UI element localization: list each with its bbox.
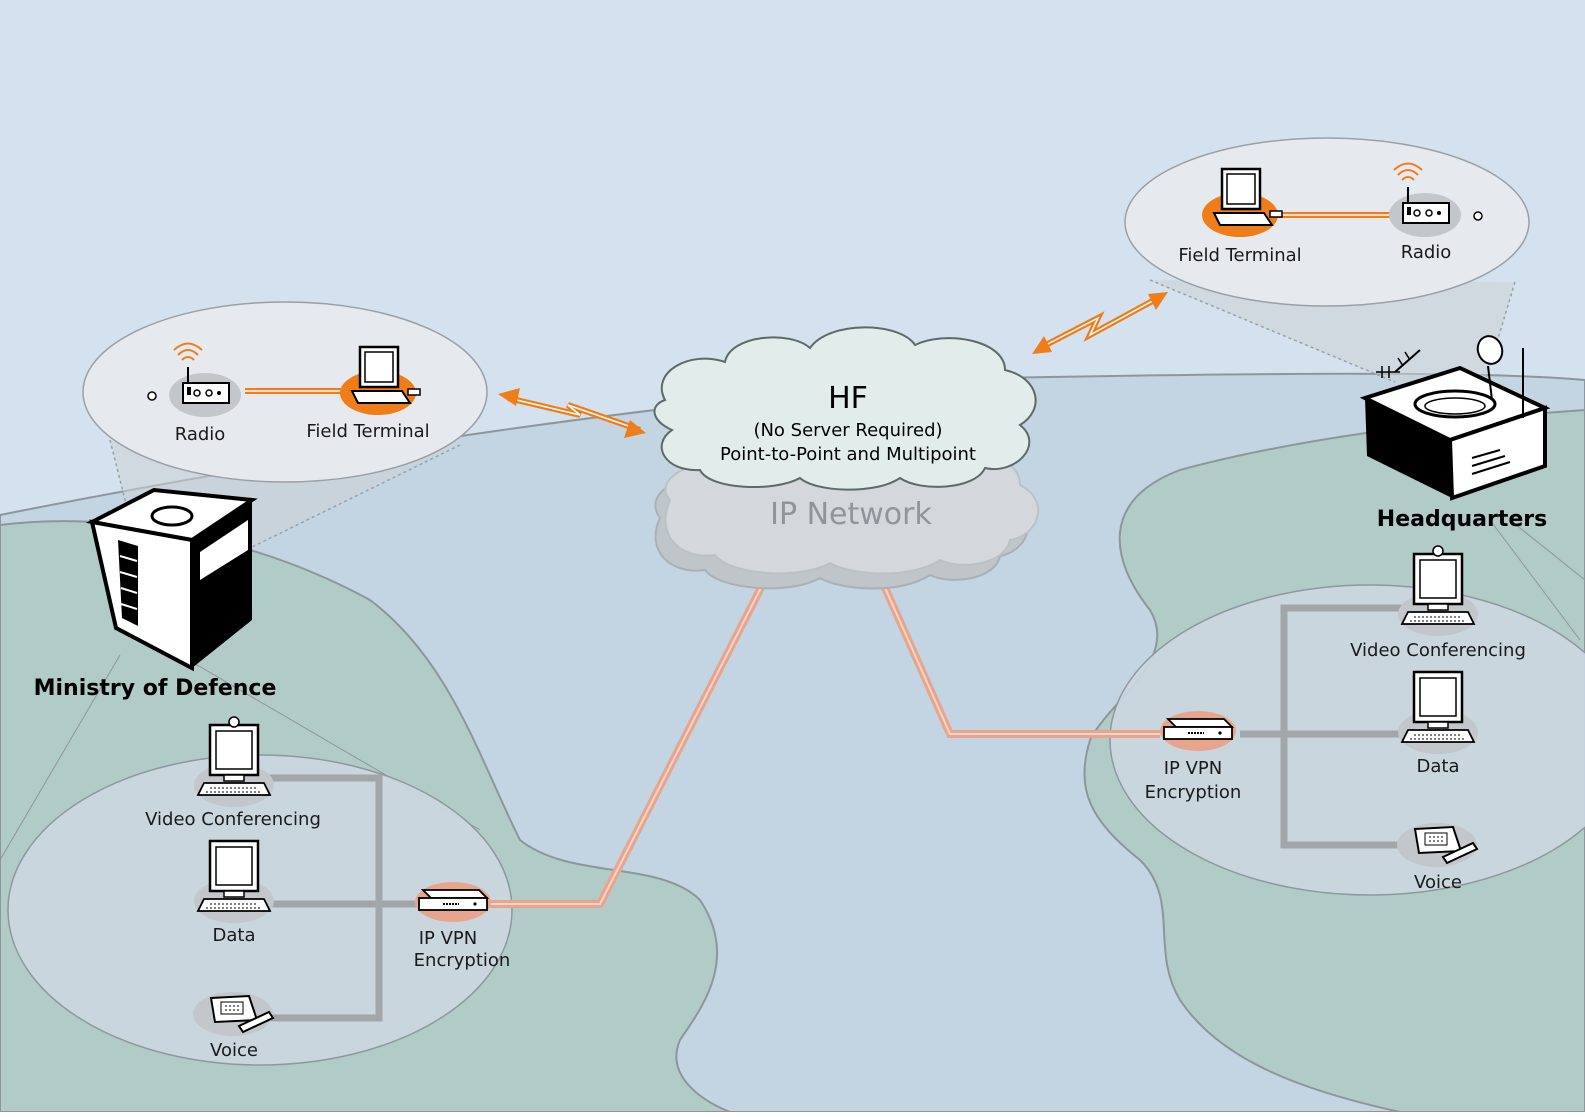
mod-vpn-label-line2: Encryption: [414, 950, 511, 971]
mod-field-terminal-label: Field Terminal: [306, 421, 429, 442]
lightning-arrow-icon-right: [1032, 292, 1168, 354]
mod-encryptor-icon: [414, 881, 492, 923]
hq-encryptor-icon: [1159, 710, 1237, 752]
hq-lan-bubble: [1109, 584, 1585, 896]
hq-vpn-label-line1: IP VPN: [1164, 758, 1223, 779]
hq-vpn-label-line2: Encryption: [1145, 782, 1242, 803]
hf-subtitle-line1: (No Server Required): [753, 420, 942, 441]
mod-server-tower-icon: [85, 487, 258, 672]
hq-building-icon: [1359, 335, 1551, 501]
hf-cloud: HF (No Server Required) Point-to-Point a…: [653, 326, 1037, 491]
mod-site-name: Ministry of Defence: [34, 676, 277, 701]
hq-field-terminal-label: Field Terminal: [1178, 245, 1301, 266]
ip-network-label: IP Network: [770, 497, 932, 532]
hq-phone-icon: [1396, 822, 1478, 868]
mod-data-label: Data: [213, 925, 256, 946]
hq-bubble-projection: [1150, 280, 1515, 382]
mod-radio-label: Radio: [175, 424, 226, 445]
hf-title: HF: [828, 381, 868, 416]
mod-video-label: Video Conferencing: [145, 809, 321, 830]
mod-phone-icon: [192, 991, 274, 1037]
mod-voice-label: Voice: [210, 1040, 258, 1061]
hq-voice-label: Voice: [1414, 872, 1462, 893]
hf-subtitle-line2: Point-to-Point and Multipoint: [720, 444, 976, 465]
lightning-arrow-icon-left: [498, 388, 646, 438]
mod-vpn-label-line1: IP VPN: [419, 928, 478, 949]
hq-field-bubble: [1124, 137, 1530, 307]
hq-data-label: Data: [1417, 756, 1460, 777]
hq-site-name: Headquarters: [1377, 507, 1547, 532]
hq-radio-label: Radio: [1401, 242, 1452, 263]
hq-video-label: Video Conferencing: [1350, 640, 1526, 661]
